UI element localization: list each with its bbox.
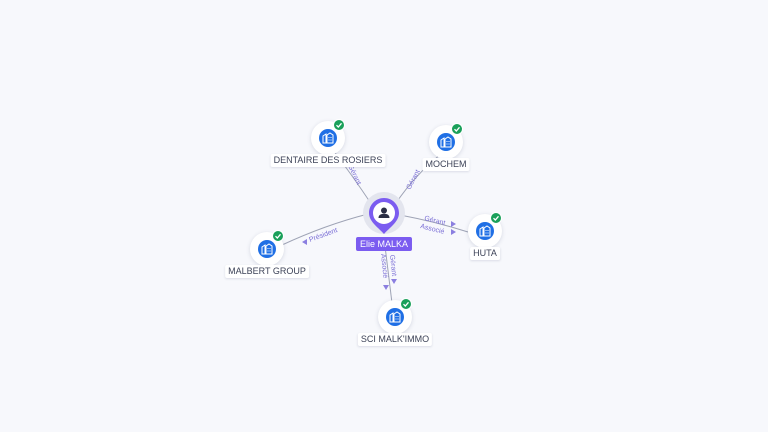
verified-check-icon — [400, 298, 412, 310]
edge-malbert — [281, 213, 369, 246]
arrow-sci-2 — [391, 279, 397, 284]
company-node-dentaire[interactable] — [311, 119, 345, 155]
building-icon — [476, 222, 494, 240]
company-node-malbert[interactable] — [250, 230, 284, 266]
edge-label-sci-2: Associé — [379, 253, 389, 278]
verified-check-icon — [451, 123, 463, 135]
company-label-huta[interactable]: HUTA — [470, 247, 500, 260]
edge-label-huta-1: Gérant — [424, 215, 447, 227]
company-node-sci[interactable] — [378, 298, 412, 334]
arrow-huta-2 — [451, 229, 456, 235]
verified-check-icon — [490, 212, 502, 224]
edge-label-sci-1: Gérant — [388, 254, 397, 276]
company-label-mochem[interactable]: MOCHEM — [422, 158, 470, 171]
company-label-sci[interactable]: SCI MALK'IMMO — [357, 333, 433, 346]
company-label-dentaire[interactable]: DENTAIRE DES ROSIERS — [270, 154, 386, 167]
verified-check-icon — [333, 119, 345, 131]
edge-mochem — [395, 153, 442, 204]
person-icon — [369, 198, 399, 234]
arrow-huta-1 — [451, 221, 456, 227]
edge-huta — [399, 214, 469, 233]
building-icon — [386, 308, 404, 326]
building-icon — [319, 129, 337, 147]
company-node-mochem[interactable] — [429, 123, 463, 159]
company-label-malbert[interactable]: MALBERT GROUP — [225, 265, 309, 278]
arrow-malbert — [302, 239, 307, 245]
person-name-label[interactable]: Elie MALKA — [355, 237, 413, 251]
verified-check-icon — [272, 230, 284, 242]
arrow-sci-1 — [383, 285, 389, 290]
edge-label-mochem: Gérant — [406, 169, 422, 191]
edge-label-malbert: Président — [308, 227, 338, 244]
person-node[interactable] — [368, 197, 400, 242]
building-icon — [437, 133, 455, 151]
building-icon — [258, 240, 276, 258]
company-node-huta[interactable] — [468, 212, 502, 248]
edge-label-dentaire: Gérant — [346, 164, 362, 186]
